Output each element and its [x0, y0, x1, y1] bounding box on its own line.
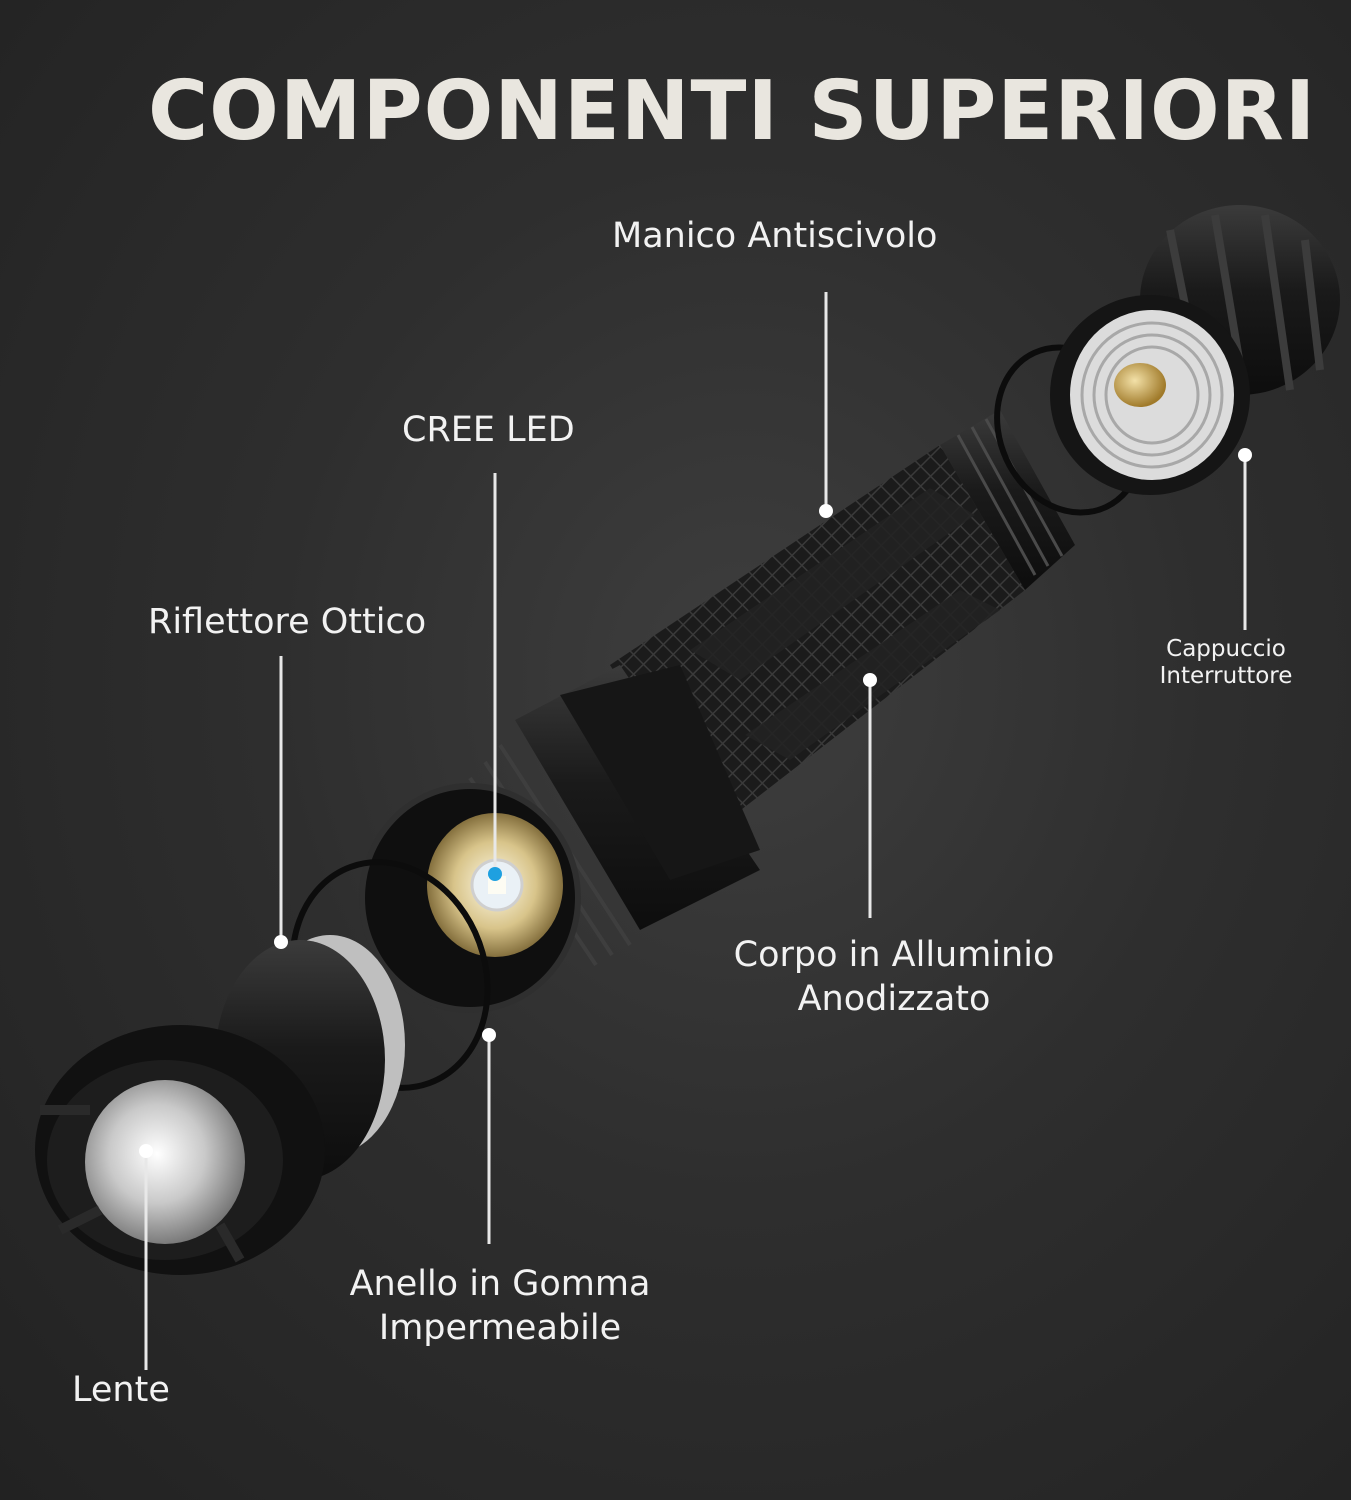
leader-dot-cree	[488, 867, 502, 881]
leader-dot-riflettore	[274, 935, 288, 949]
label-lente: Lente	[72, 1370, 170, 1410]
label-manico-antiscivolo: Manico Antiscivolo	[612, 216, 938, 256]
leader-dot-lente	[139, 1144, 153, 1158]
label-riflettore-ottico: Riflettore Ottico	[148, 602, 427, 642]
label-cappuccio-line-2: Interruttore	[1159, 663, 1293, 689]
label-corpo-line-2: Anodizzato	[797, 979, 991, 1019]
label-anello-line-2: Impermeabile	[378, 1308, 622, 1348]
label-cappuccio-line-1: Cappuccio	[1166, 636, 1286, 662]
tail-switch-cap	[1050, 205, 1340, 495]
label-anello-line-1: Anello in Gomma	[349, 1264, 651, 1304]
label-corpo-line-1: Corpo in Alluminio	[733, 935, 1055, 975]
leader-dot-corpo	[863, 673, 877, 687]
page-title: COMPONENTI SUPERIORI	[148, 64, 1317, 159]
label-corpo-alluminio: Corpo in Alluminio Anodizzato	[730, 933, 1058, 1021]
leader-dot-manico	[819, 504, 833, 518]
label-anello-gomma: Anello in Gomma Impermeabile	[338, 1262, 662, 1350]
lens-head-cap	[35, 935, 405, 1275]
label-cree-led: CREE LED	[402, 410, 575, 450]
leader-dot-cappuccio	[1238, 448, 1252, 462]
head-collar	[359, 665, 760, 1013]
label-cappuccio-interruttore: Cappuccio Interruttore	[1148, 636, 1304, 690]
leader-dot-anello	[482, 1028, 496, 1042]
